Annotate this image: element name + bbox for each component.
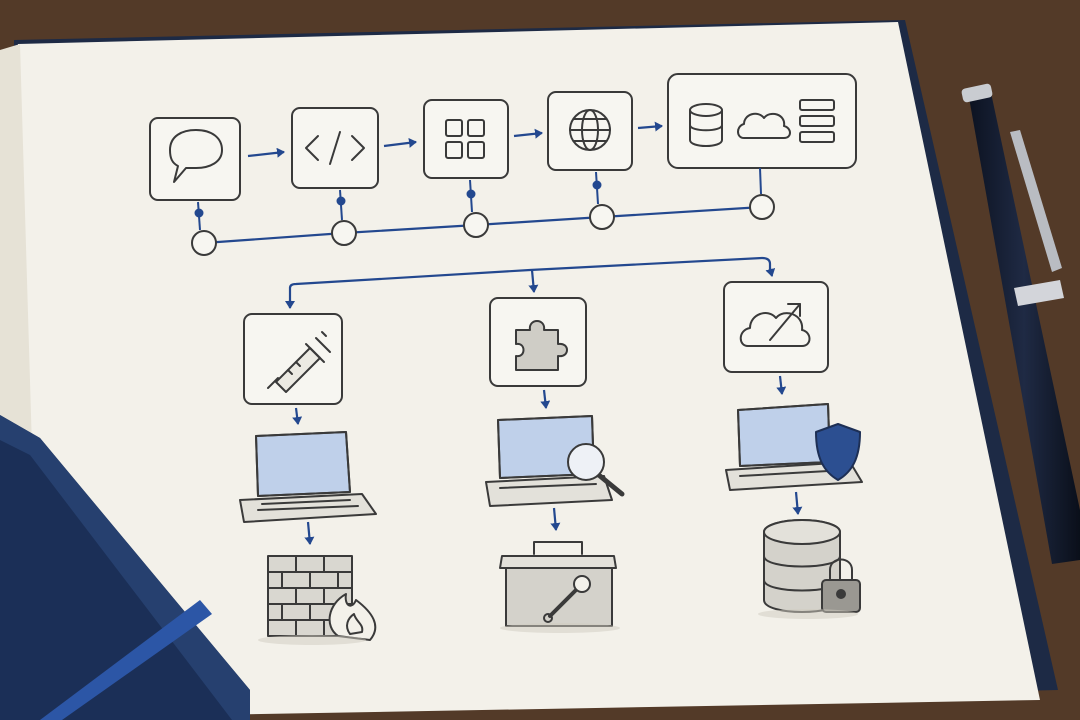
database-lock-icon [763, 519, 861, 613]
timeline-node [749, 194, 775, 220]
branch-box-deployment [723, 281, 829, 373]
laptop-icon [239, 431, 377, 523]
cloud-icon [737, 112, 791, 139]
stage-box-infra [667, 73, 857, 169]
shield-icon [815, 423, 861, 481]
pen [961, 83, 1080, 564]
laptop-magnifier-icon [485, 415, 625, 507]
timeline-node [191, 230, 217, 256]
navy-notebook [0, 415, 250, 720]
branch-connector [285, 256, 776, 309]
app-grid-icon [445, 119, 485, 159]
timeline-node [331, 220, 357, 246]
magnifier-icon [567, 443, 605, 481]
server-rack-icon [799, 99, 835, 143]
globe-icon [569, 109, 611, 151]
firewall-icon [267, 555, 377, 641]
timeline-bus [191, 167, 775, 256]
timeline-node [589, 204, 615, 230]
timeline-node [463, 212, 489, 238]
stage-box-apps [423, 99, 509, 179]
pen-clip [1010, 130, 1062, 272]
chat-bubble-icon [169, 129, 223, 183]
code-brackets-icon [305, 131, 365, 165]
database-icon [689, 103, 723, 147]
puzzle-piece-icon [515, 320, 568, 371]
elastic-band [40, 600, 212, 720]
branch-box-testing [243, 313, 343, 405]
cloud-upload-arrow-icon [739, 303, 811, 347]
pipeline-arrows [247, 121, 663, 158]
lock-icon [829, 558, 853, 581]
syringe-icon [267, 331, 331, 393]
laptop-shield-icon [725, 403, 863, 491]
